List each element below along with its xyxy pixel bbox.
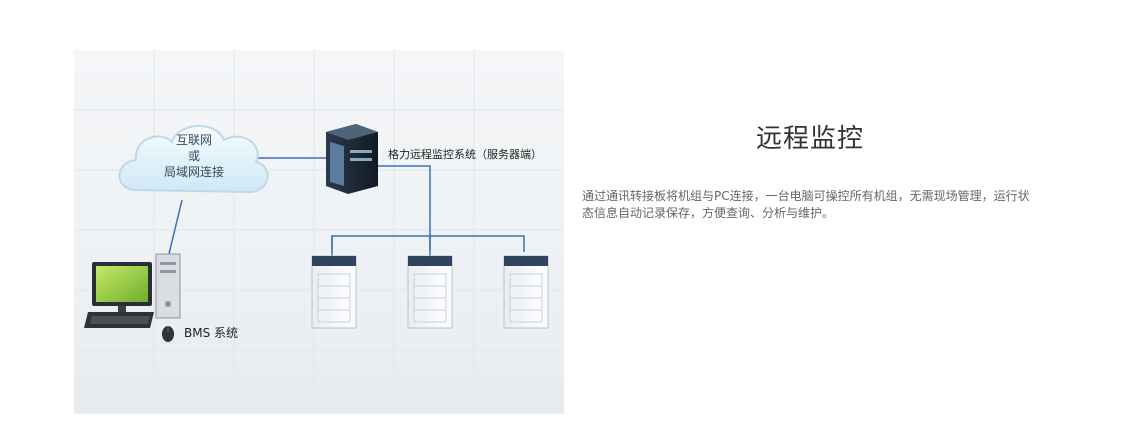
section-title: 远程监控 xyxy=(755,124,864,154)
pc-icon xyxy=(84,253,181,342)
cloud-label: 互联网 或 局域网连接 xyxy=(146,132,242,180)
outdoor-unit-3 xyxy=(503,255,549,329)
pc-tower-icon xyxy=(155,253,181,319)
units-bus-link xyxy=(331,235,525,252)
cloud-label-line: 局域网连接 xyxy=(163,165,224,179)
outdoor-unit-2 xyxy=(407,255,453,329)
bms-label: BMS 系统 xyxy=(184,326,239,340)
monitor-icon xyxy=(92,262,152,318)
cloud-icon xyxy=(118,125,269,194)
section-description: 通过通讯转接板将机组与PC连接，一台电脑可操控所有机组，无需现场管理，运行状态信… xyxy=(582,189,1030,220)
diagram-graphics xyxy=(74,50,564,414)
connection-lines xyxy=(167,157,525,259)
mouse-icon xyxy=(162,326,174,342)
server-to-units-link xyxy=(374,165,431,250)
cloud-to-pc-link xyxy=(167,199,183,259)
server-label: 格力远程监控系统（服务器端） xyxy=(388,148,542,161)
cloud-label-line: 互联网 xyxy=(175,133,212,147)
background-grid xyxy=(74,50,564,414)
outdoor-unit-1 xyxy=(311,255,357,329)
keyboard-icon xyxy=(84,312,154,328)
cloud-label-line: 或 xyxy=(187,149,200,163)
server-icon xyxy=(326,124,378,194)
network-diagram: 互联网 或 局域网连接 格力远程监控系统（服务器端） BMS 系统 xyxy=(74,50,564,414)
